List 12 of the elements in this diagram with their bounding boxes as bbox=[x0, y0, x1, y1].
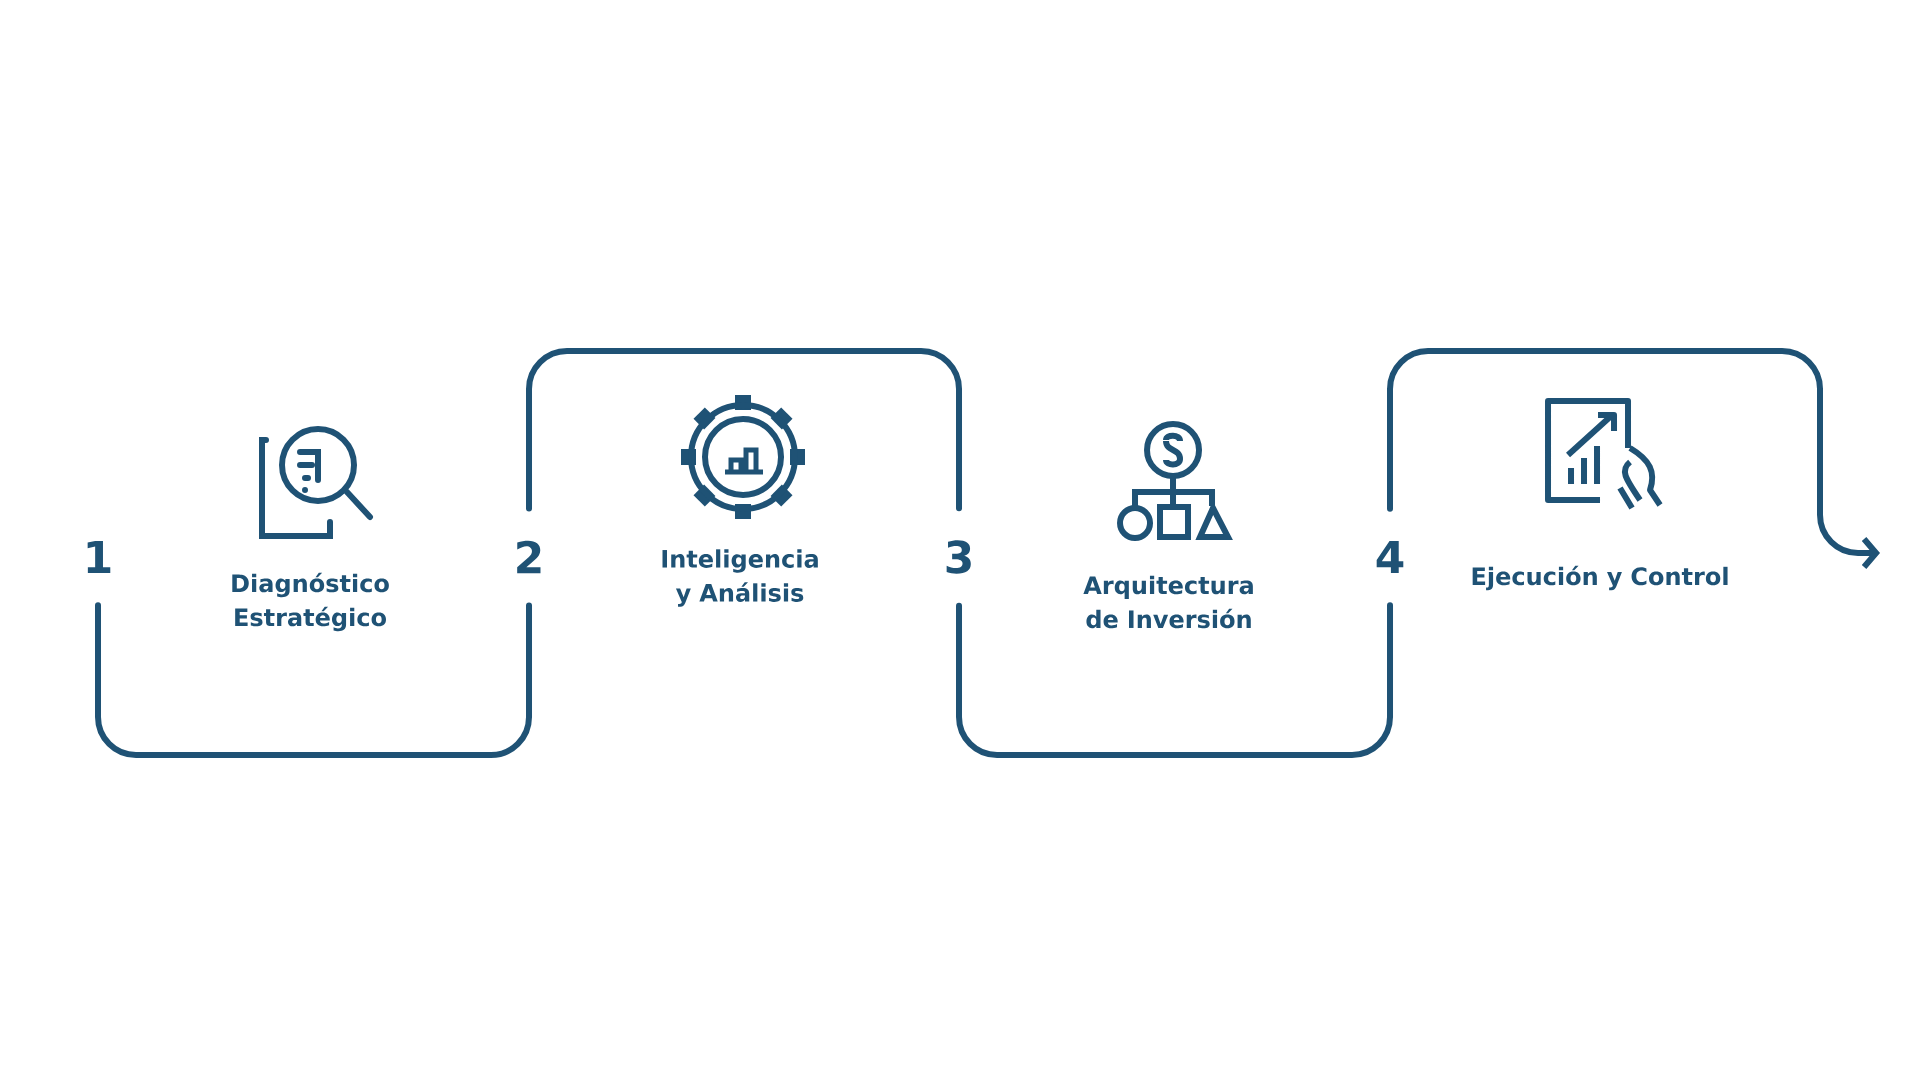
step-number: 3 bbox=[946, 540, 971, 574]
step-number: 4 bbox=[1376, 541, 1404, 574]
step-number: 2 bbox=[517, 540, 541, 574]
connector-line bbox=[95, 602, 532, 758]
step-number: 1 bbox=[87, 541, 111, 574]
step-title: Diagnóstico Estratégico bbox=[232, 572, 389, 632]
step-title: Ejecución y Control bbox=[1472, 565, 1728, 591]
step-title: Inteligencia y Análisis bbox=[662, 549, 818, 607]
connector-line bbox=[526, 348, 962, 512]
connector-line bbox=[956, 602, 1393, 758]
connector-line bbox=[1387, 348, 1881, 569]
step-title: Arquitectura de Inversión bbox=[1083, 575, 1253, 629]
